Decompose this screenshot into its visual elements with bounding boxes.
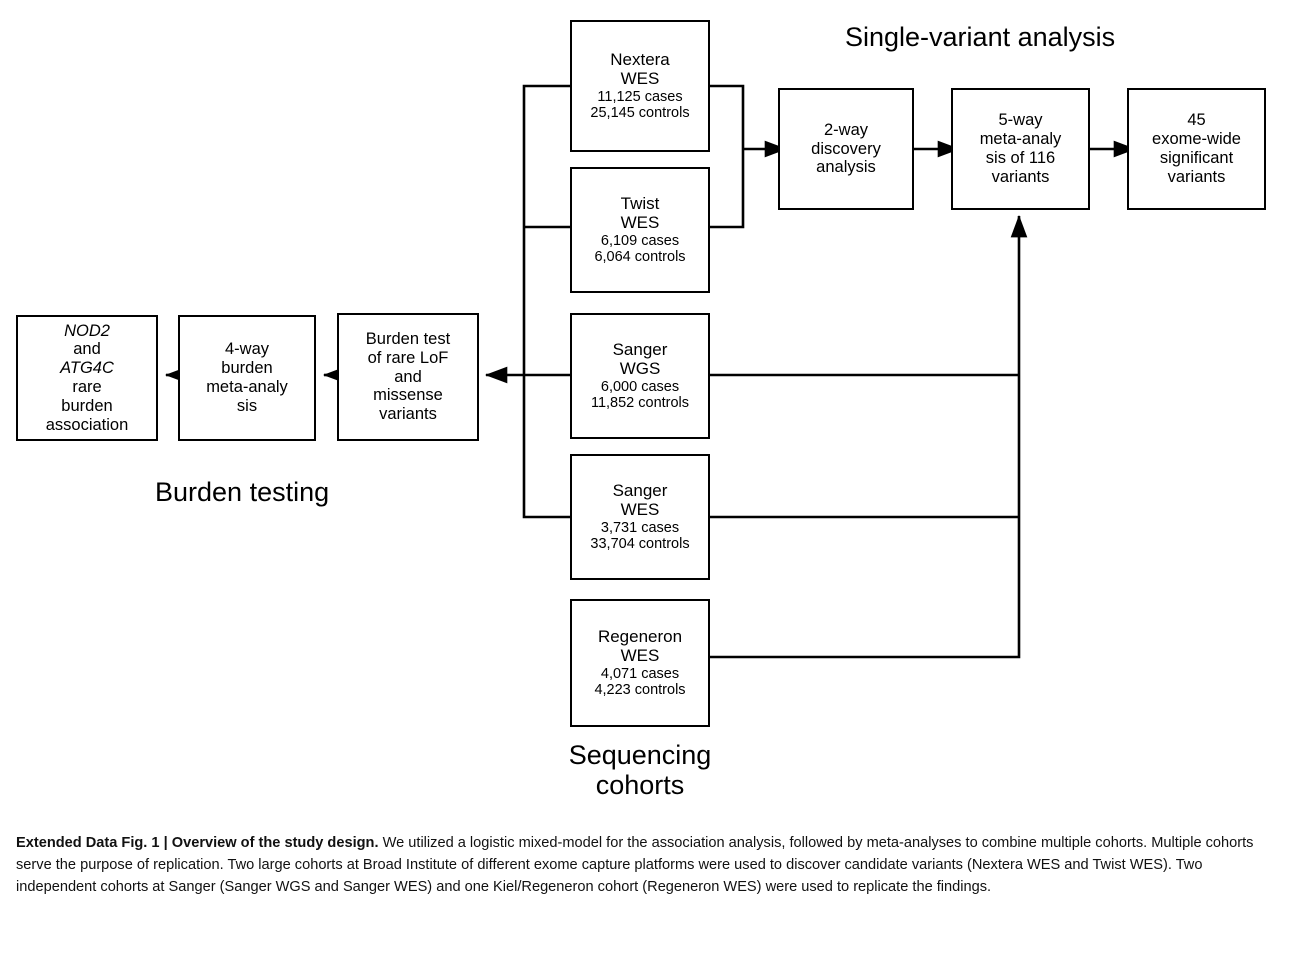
right-rail-regeneron xyxy=(710,375,1021,659)
study-design-diagram: Nextera WES 11,125 cases 25,145 controls… xyxy=(16,20,1266,801)
step-label: 5-way meta-analy sis of 116 variants xyxy=(979,111,1062,186)
cohort-box-sanger-wgs[interactable]: Sanger WGS 6,000 cases 11,852 controls xyxy=(570,313,710,439)
section-title-sequencing-cohorts: Sequencing cohorts xyxy=(568,740,712,801)
cohort-box-sanger-wes[interactable]: Sanger WES 3,731 cases 33,704 controls xyxy=(570,454,710,580)
right-stub-twist xyxy=(710,149,745,229)
cohort-counts: 6,109 cases 6,064 controls xyxy=(594,232,686,266)
figure-caption-divider xyxy=(0,821,1300,822)
step-label: NOD2 and ATG4C rare burden association xyxy=(45,321,129,434)
step-box-burden-meta4[interactable]: 4-way burden meta-analy sis xyxy=(178,315,316,441)
cohort-name: Sanger WGS xyxy=(612,340,668,379)
cohort-name: Twist WES xyxy=(620,194,660,233)
cohort-counts: 3,731 cases 33,704 controls xyxy=(590,519,690,553)
step-box-meta5[interactable]: 5-way meta-analy sis of 116 variants xyxy=(951,88,1090,210)
step-label: 2-way discovery analysis xyxy=(811,120,881,177)
figure-caption: Extended Data Fig. 1 | Overview of the s… xyxy=(16,832,1278,899)
step-box-significant-variants[interactable]: 45 exome-wide significant variants xyxy=(1127,88,1266,210)
gene-name-atg4c: ATG4C xyxy=(60,359,114,378)
right-stub-nextera xyxy=(710,84,745,149)
figure-caption-label: Extended Data Fig. 1 | Overview of the s… xyxy=(16,835,379,851)
left-rail-cohorts xyxy=(522,84,570,519)
step-box-discovery[interactable]: 2-way discovery analysis xyxy=(778,88,914,210)
cohort-box-twist[interactable]: Twist WES 6,109 cases 6,064 controls xyxy=(570,167,710,293)
cohort-counts: 11,125 cases 25,145 controls xyxy=(590,88,690,122)
gene-line-1: NOD2 and xyxy=(64,321,110,359)
section-title-burden-testing: Burden testing xyxy=(155,477,330,507)
gene-line-2: ATG4C rare xyxy=(60,359,114,396)
cohort-counts: 4,071 cases 4,223 controls xyxy=(594,665,686,699)
step-box-burden-test[interactable]: Burden test of rare LoF and missense var… xyxy=(337,313,479,441)
step-label: Burden test of rare LoF and missense var… xyxy=(365,330,451,424)
connector-lines xyxy=(164,84,1137,659)
cohort-name: Sanger WES xyxy=(612,481,668,520)
gene-name-nod2: NOD2 xyxy=(64,321,110,340)
section-title-single-variant: Single-variant analysis xyxy=(845,22,1116,52)
cohort-box-nextera[interactable]: Nextera WES 11,125 cases 25,145 controls xyxy=(570,20,710,152)
cohort-name: Regeneron WES xyxy=(597,627,683,666)
cohort-counts: 6,000 cases 11,852 controls xyxy=(590,378,690,412)
cohort-name: Nextera WES xyxy=(610,50,670,89)
step-label: 45 exome-wide significant variants xyxy=(1152,111,1241,186)
cohort-box-regeneron[interactable]: Regeneron WES 4,071 cases 4,223 controls xyxy=(570,599,710,727)
step-label: 4-way burden meta-analy sis xyxy=(206,340,288,415)
figure-caption-body: We utilized a logistic mixed-model for t… xyxy=(16,835,1254,896)
step-box-burden-association[interactable]: NOD2 and ATG4C rare burden association xyxy=(16,315,158,441)
